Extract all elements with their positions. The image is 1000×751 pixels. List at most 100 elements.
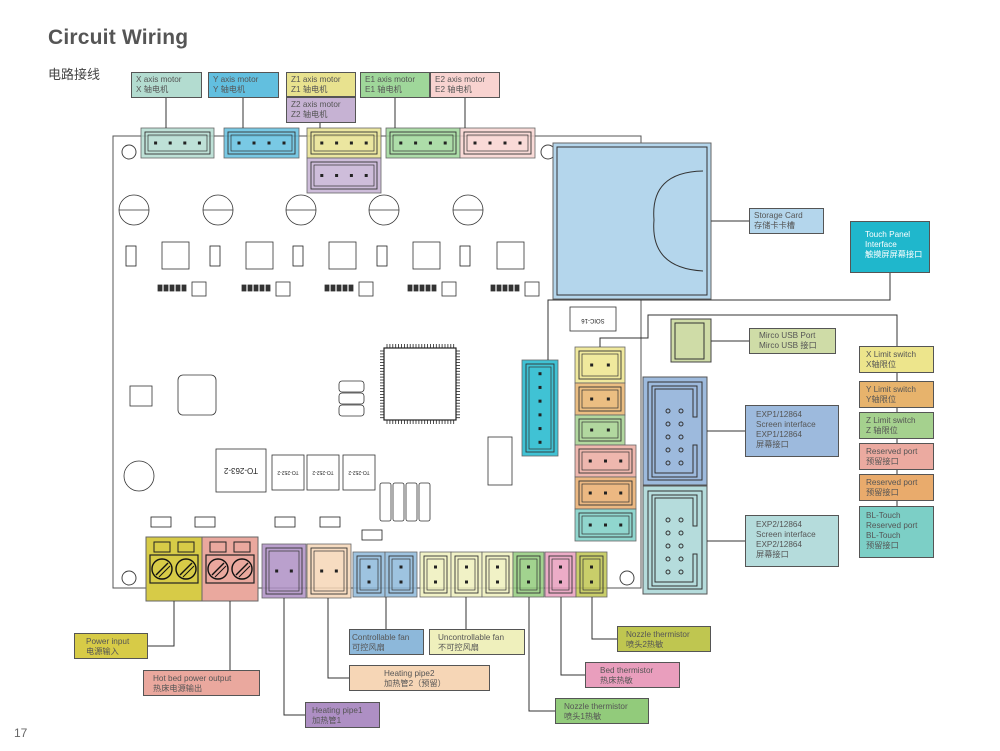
connector-pin [538, 440, 542, 444]
z1-motor-connector-housing [310, 131, 378, 155]
connector-pin [434, 565, 437, 569]
soic8-chip [129, 385, 153, 407]
connector-pin [527, 580, 530, 584]
uncontrollable-fan-1-housing [423, 555, 448, 594]
header-pin [678, 408, 684, 414]
pin-header-column [418, 482, 431, 522]
smd-diode [150, 516, 172, 528]
connector-pin [320, 569, 324, 573]
heating-pipe1-connector-housing-inner [268, 550, 300, 592]
resistor [342, 284, 348, 292]
resistor [514, 284, 520, 292]
storage-card-notch [653, 170, 704, 272]
jumper-header [338, 392, 365, 405]
connector-pin [503, 141, 507, 145]
resistor [175, 284, 181, 292]
resistor [431, 284, 437, 292]
connector-pin [367, 580, 371, 584]
storage-card-slot-inner [556, 146, 708, 296]
resistor [169, 284, 175, 292]
leader-line [327, 598, 349, 679]
resistor [336, 284, 342, 292]
connector-pin [518, 141, 522, 145]
connector-pin [488, 141, 492, 145]
exp1-connector-key [651, 385, 698, 478]
resistor [324, 284, 330, 292]
connector-pin [399, 580, 403, 584]
resistor [490, 284, 496, 292]
header-pin [665, 530, 671, 536]
nozzle1-thermistor-connector [512, 551, 545, 598]
resistor [247, 284, 253, 292]
uncontrollable-fan-2-housing [454, 555, 479, 594]
z2-motor-connector-housing-inner [313, 164, 375, 187]
connector-pin [334, 569, 338, 573]
uncontrollable-fan-2-housing-inner [457, 558, 476, 591]
terminal-latch [177, 541, 195, 553]
controllable-fan-1 [352, 551, 386, 598]
connector-pin [604, 523, 607, 527]
uncontrollable-fan-3 [481, 551, 514, 598]
uncontrollable-fan-3-housing [485, 555, 510, 594]
soic16-marking: SOIC-16 [581, 317, 605, 323]
y-limit-connector-housing [578, 386, 622, 412]
z1-motor-connector-housing-inner [313, 134, 375, 152]
uncontrollable-fan-3-housing-inner [488, 558, 507, 591]
leader-line [560, 597, 585, 676]
connector-pin [588, 523, 592, 527]
connector-pin [267, 141, 271, 145]
diode [209, 245, 221, 267]
pin-header-column [392, 482, 405, 522]
connector-pin [399, 141, 403, 145]
bed-thermistor-connector-housing [548, 555, 573, 594]
y-motor-connector [223, 127, 300, 159]
diode [292, 245, 304, 267]
header-pin [665, 421, 671, 427]
potentiometer [358, 281, 374, 297]
header-pin [665, 543, 671, 549]
screw-slot [155, 562, 169, 576]
connector-pin [168, 141, 172, 145]
to252-marking: TO-252-2 [348, 469, 370, 475]
voltage-regulator-to263 [215, 448, 267, 493]
controllable-fan-2-housing-inner [391, 558, 411, 591]
power-input-terminal-block [149, 554, 199, 584]
potentiometer [524, 281, 540, 297]
resistor [502, 284, 508, 292]
z2-motor-connector-highlight [306, 157, 382, 194]
resistor [407, 284, 413, 292]
connector-pin [473, 141, 477, 145]
mosfet-to252 [306, 454, 340, 491]
uncontrollable-fan-2-highlight [450, 551, 483, 598]
touch-panel-connector-housing-inner [528, 366, 552, 450]
connector-pin [197, 141, 201, 145]
page-number: 17 [14, 726, 28, 740]
connector-pin [465, 580, 468, 584]
connector-pin [335, 174, 339, 177]
jumper-header [338, 404, 365, 417]
exp1-connector-body [642, 376, 708, 486]
screw-terminal [151, 558, 173, 580]
connector-pin [282, 141, 286, 145]
exp2-connector [642, 485, 708, 595]
to252-marking: TO-252-2 [277, 469, 299, 475]
diode [459, 245, 471, 267]
header-pin [678, 556, 684, 562]
hotbed-output-terminal [201, 536, 259, 602]
resistor [253, 284, 259, 292]
connector-pin [606, 397, 610, 401]
x-limit-connector-housing-inner [581, 353, 619, 377]
smd-diode [319, 516, 341, 528]
terminal-latch [233, 541, 251, 553]
connector-pin [619, 491, 623, 495]
stepper-driver-chip [328, 241, 357, 270]
pin-header-column [405, 482, 418, 522]
